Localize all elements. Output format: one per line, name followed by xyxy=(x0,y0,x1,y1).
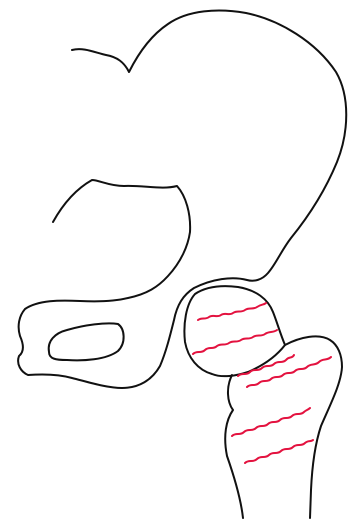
fracture-line-subtrochanteric xyxy=(245,440,313,463)
fracture-line-head-middle xyxy=(193,330,277,354)
femur-shaft-outline xyxy=(225,336,342,518)
femoral-head-outline xyxy=(184,286,285,376)
ilium-outline xyxy=(18,11,346,388)
obturator-foramen xyxy=(49,323,124,360)
fracture-line-neck xyxy=(247,357,331,387)
fracture-line-head-upper xyxy=(198,303,266,320)
fracture-line-intertrochanteric xyxy=(232,408,310,436)
